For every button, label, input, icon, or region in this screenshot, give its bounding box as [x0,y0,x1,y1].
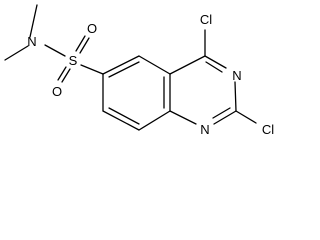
atom-n-ring-right: N [232,68,241,83]
bond-c4a-c5 [138,55,171,75]
bond-c7-c8 [102,110,140,131]
chemical-structure: N S O O Cl N N Cl [4,4,274,137]
bond-c6-c5-inner [108,61,140,78]
atom-n-sulfonamide: N [27,34,36,49]
atom-cl-right: Cl [262,122,274,137]
bond-n1-c8a [169,110,197,125]
bond-c6-c5 [102,55,140,75]
atom-cl-top: Cl [200,12,212,27]
atom-o-upper: O [87,21,97,36]
bond-c2-n1-inner [212,107,231,119]
bond-s-o-upper-b [79,37,90,54]
atom-n-ring-bottom: N [200,122,209,137]
bond-s-o-lower-a [57,66,67,81]
bond-n3-c2 [234,81,237,112]
bond-c8-c8a [138,110,171,131]
bond-c7-c8-inner [108,107,140,125]
bond-c2-cl [235,110,257,124]
bond-s-o-lower-b [61,68,71,83]
bond-s-o-upper-a [75,35,86,52]
bond-c4a-c4 [169,55,206,75]
bond-methyl-lower [4,45,29,61]
atom-o-lower: O [52,84,62,99]
bond-c4-n3-inner [205,61,223,73]
bond-methyl-upper [29,4,38,38]
bond-c2-n1 [213,110,237,125]
bond-s-c6 [80,64,104,75]
bond-n-s [44,44,66,57]
atom-s: S [69,53,78,68]
structure-svg: N S O O Cl N N Cl [4,4,274,137]
bond-c4-n3 [204,55,227,69]
